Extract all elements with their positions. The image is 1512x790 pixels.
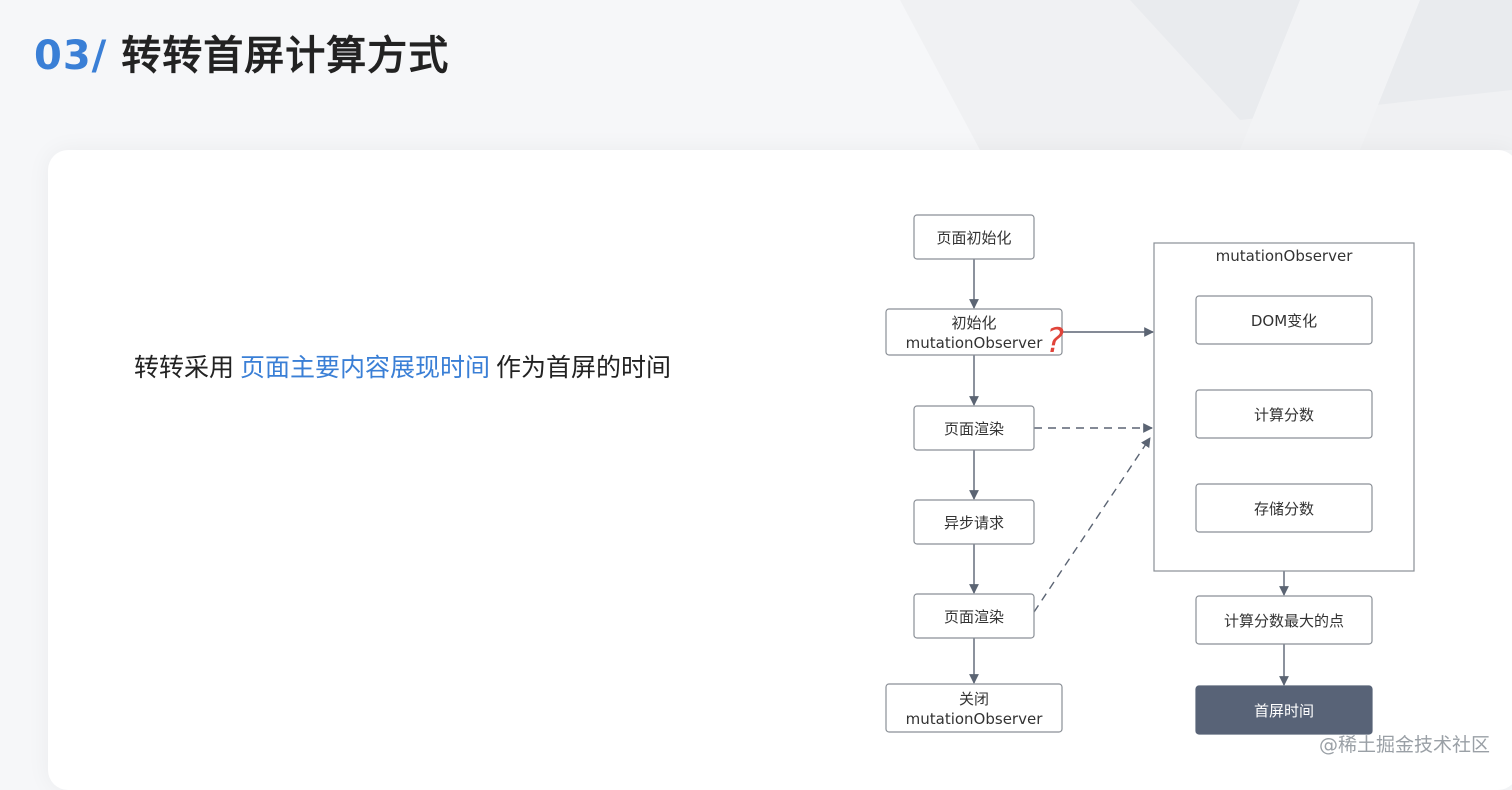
node-box bbox=[1195, 483, 1373, 533]
node-mo-close: 关闭 mutationObserver bbox=[885, 683, 1063, 733]
arrow-render2-to-observer bbox=[1033, 437, 1151, 613]
watermark: @稀土掘金技术社区 bbox=[1318, 734, 1490, 756]
node-label: 异步请求 bbox=[944, 514, 1004, 532]
lead-sentence: 转转采用页面主要内容展现时间作为首屏的时间 bbox=[134, 348, 671, 388]
node-label: 页面渲染 bbox=[944, 608, 1004, 626]
lead-prefix: 转转采用 bbox=[134, 353, 235, 382]
node-label: 首屏时间 bbox=[1254, 702, 1314, 720]
node-box bbox=[1195, 389, 1373, 439]
node-box bbox=[885, 308, 1063, 356]
node-label: DOM变化 bbox=[1251, 312, 1317, 330]
node-label: 页面渲染 bbox=[944, 420, 1004, 438]
node-box bbox=[913, 499, 1035, 545]
lead-highlight: 页面主要内容展现时间 bbox=[240, 353, 491, 382]
node-box bbox=[885, 683, 1063, 733]
slide-title: 03/转转首屏计算方式 bbox=[34, 30, 449, 82]
node-label: 页面初始化 bbox=[936, 229, 1011, 247]
node-dom-change: DOM变化 bbox=[1195, 295, 1373, 345]
annotation-mark: ? bbox=[1046, 321, 1064, 361]
node-async: 异步请求 bbox=[913, 499, 1035, 545]
slide-number: 03/ bbox=[34, 33, 108, 79]
node-first-screen: 首屏时间 bbox=[1195, 685, 1373, 735]
lead-suffix: 作为首屏的时间 bbox=[496, 353, 672, 382]
observer-group-label: mutationObserver bbox=[1216, 247, 1354, 265]
node-max-point: 计算分数最大的点 bbox=[1195, 595, 1373, 645]
node-box bbox=[913, 593, 1035, 639]
node-label: mutationObserver bbox=[906, 710, 1044, 728]
node-label: mutationObserver bbox=[906, 334, 1044, 352]
node-box bbox=[1195, 685, 1373, 735]
node-label: 存储分数 bbox=[1254, 500, 1314, 518]
node-label: 关闭 bbox=[959, 690, 989, 708]
node-box bbox=[1195, 595, 1373, 645]
node-box bbox=[1195, 295, 1373, 345]
node-box bbox=[913, 214, 1035, 260]
node-label: 初始化 bbox=[951, 314, 996, 332]
node-mo-init: 初始化 mutationObserver bbox=[885, 308, 1063, 356]
node-render2: 页面渲染 bbox=[913, 593, 1035, 639]
node-init: 页面初始化 bbox=[913, 214, 1035, 260]
node-label: 计算分数最大的点 bbox=[1224, 612, 1344, 630]
node-label: 计算分数 bbox=[1254, 406, 1314, 424]
node-render1: 页面渲染 bbox=[913, 405, 1035, 451]
node-box bbox=[913, 405, 1035, 451]
node-calc-score: 计算分数 bbox=[1195, 389, 1373, 439]
node-store-score: 存储分数 bbox=[1195, 483, 1373, 533]
slide-title-text: 转转首屏计算方式 bbox=[121, 33, 450, 79]
